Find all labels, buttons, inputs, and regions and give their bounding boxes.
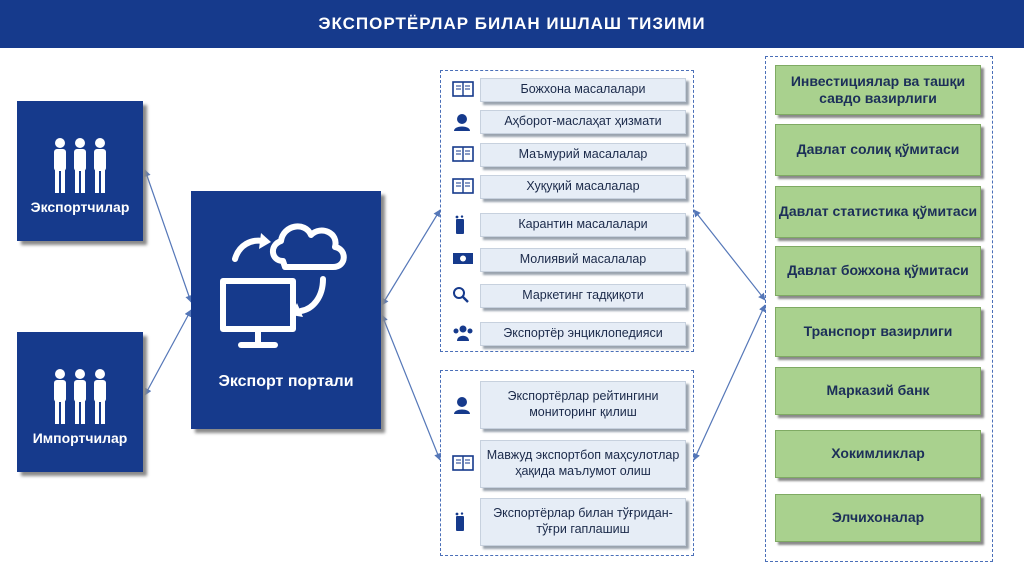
book-icon [452, 145, 474, 165]
test-tube-icon [452, 512, 474, 532]
support-agent-icon [452, 112, 474, 132]
money-icon [452, 250, 474, 270]
top-service-item[interactable]: Молиявий масалалар [480, 248, 686, 272]
export-portal-label: Экспорт портали [218, 373, 354, 390]
top-service-item[interactable]: Экспортёр энциклопедияси [480, 322, 686, 346]
connector-services-bottom-agencies [693, 304, 766, 461]
exporters-label: Экспортчилар [30, 199, 130, 215]
agency-box[interactable]: Хокимликлар [775, 430, 981, 478]
export-portal-box: Экспорт портали [191, 191, 381, 429]
magnifier-icon [452, 286, 474, 306]
test-tube-icon [452, 215, 474, 235]
top-service-item[interactable]: Маркетинг тадқиқоти [480, 284, 686, 308]
top-service-item[interactable]: Хуқуқий масалалар [480, 175, 686, 199]
support-agent-icon [452, 395, 474, 415]
connector-services-top-agencies [693, 209, 766, 301]
computer-cloud-icon [220, 223, 347, 348]
agency-box[interactable]: Инвестициялар ва ташқи савдо вазирлиги [775, 65, 981, 115]
people-icon [54, 138, 106, 193]
agency-box[interactable]: Давлат статистика қўмитаси [775, 186, 981, 238]
exporters-box: Экспортчилар [17, 101, 143, 241]
bottom-service-item[interactable]: Экспортёрлар билан тўғридан-тўғри гаплаш… [480, 498, 686, 546]
agencies-group [765, 56, 993, 562]
agency-box[interactable]: Марказий банк [775, 367, 981, 415]
book-icon [452, 454, 474, 474]
group-icon [452, 324, 474, 344]
services-bottom-group [440, 370, 694, 556]
connector-portal-services-top [381, 209, 441, 306]
importers-box: Импортчилар [17, 332, 143, 472]
page-title: ЭКСПОРТЁРЛАР БИЛАН ИШЛАШ ТИЗИМИ [0, 0, 1024, 48]
connector-importers-portal [144, 309, 192, 396]
people-icon [54, 369, 106, 424]
agency-box[interactable]: Давлат солиқ қўмитаси [775, 124, 981, 176]
book-icon [452, 80, 474, 100]
bottom-service-item[interactable]: Экспортёрлар рейтингини мониторинг қилиш [480, 381, 686, 429]
top-service-item[interactable]: Божхона масалалари [480, 78, 686, 102]
services-top-group [440, 70, 694, 352]
agency-box[interactable]: Элчихоналар [775, 494, 981, 542]
bottom-service-item[interactable]: Мавжуд экспортбоп маҳсулотлар ҳақида маъ… [480, 440, 686, 488]
top-service-item[interactable]: Аҳборот-маслаҳат ҳизмати [480, 110, 686, 134]
connector-portal-services-bottom [381, 314, 441, 461]
importers-label: Импортчилар [32, 430, 128, 446]
top-service-item[interactable]: Маъмурий масалалар [480, 143, 686, 167]
connector-exporters-portal [143, 169, 193, 303]
book-icon [452, 177, 474, 197]
agency-box[interactable]: Транспорт вазирлиги [775, 307, 981, 357]
agency-box[interactable]: Давлат божхона қўмитаси [775, 246, 981, 296]
top-service-item[interactable]: Карантин масалалари [480, 213, 686, 237]
